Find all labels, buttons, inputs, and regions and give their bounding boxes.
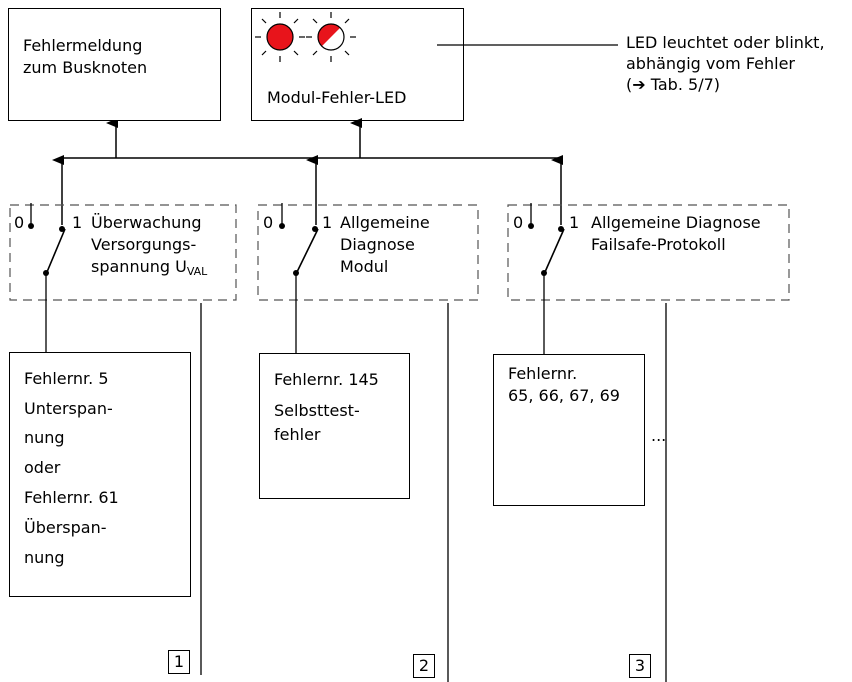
switch3-off-label: 0 <box>513 213 524 232</box>
switch2-off-label: 0 <box>263 213 274 232</box>
switch-symbol-1 <box>28 203 66 355</box>
ref-number-3: 3 <box>629 654 651 678</box>
error3-line-1: Fehlernr. <box>508 364 578 383</box>
bus-box-line-1: Fehlermeldung <box>23 36 143 55</box>
bus-node-box: Fehlermeldung zum Busknoten <box>8 8 221 121</box>
led-note-line-2: abhängig vom Fehler <box>626 54 795 73</box>
switch-symbol-3 <box>528 203 565 356</box>
error2-line-3: fehler <box>274 425 321 444</box>
error3-line-2: 65, 66, 67, 69 <box>508 386 620 405</box>
error1-line-4: oder <box>24 458 61 477</box>
switch2-line-2: Diagnose <box>340 235 415 254</box>
error-box-1: Fehlernr. 5 Unterspan- nung oder Fehlern… <box>9 352 191 597</box>
switch-group-2 <box>257 204 479 301</box>
switch-group-3 <box>507 204 790 301</box>
more-errors-ellipsis: ... <box>651 426 667 445</box>
error1-line-2: Unterspan- <box>24 399 113 418</box>
error1-line-3: nung <box>24 428 65 447</box>
switch3-line-2: Failsafe-Protokoll <box>591 235 726 254</box>
switch1-on-label: 1 <box>72 213 83 232</box>
switch2-on-label: 1 <box>322 213 333 232</box>
error2-line-2: Selbsttest- <box>274 401 360 420</box>
error-box-3: Fehlernr. 65, 66, 67, 69 <box>493 354 645 506</box>
switch2-line-1: Allgemeine <box>340 213 430 232</box>
led-red-icon <box>255 12 305 62</box>
bus-box-line-2: zum Busknoten <box>23 58 148 77</box>
switch2-line-3: Modul <box>340 257 389 276</box>
switch1-line-2: Versorgungs- <box>91 235 197 254</box>
ref-number-2: 2 <box>413 654 435 678</box>
error2-line-1: Fehlernr. 145 <box>274 370 379 389</box>
switch-symbol-2 <box>279 203 319 355</box>
module-led-box: Modul-Fehler-LED <box>251 8 464 121</box>
switch3-on-label: 1 <box>569 213 580 232</box>
error1-line-5: Fehlernr. 61 <box>24 488 119 507</box>
ref-number-1: 1 <box>168 650 190 674</box>
error1-line-6: Überspan- <box>24 518 107 537</box>
switch1-off-label: 0 <box>14 213 25 232</box>
switch1-line-3: spannung UVAL <box>91 257 208 278</box>
led-box-label: Modul-Fehler-LED <box>267 88 407 107</box>
led-note-line-1: LED leuchtet oder blinkt, <box>626 33 825 52</box>
switch1-line-1: Überwachung <box>91 213 202 232</box>
error1-line-1: Fehlernr. 5 <box>24 369 109 388</box>
switch-group-1 <box>9 204 237 301</box>
arrow-right-icon: ➔ <box>632 75 646 94</box>
error1-line-7: nung <box>24 548 65 567</box>
switch3-line-1: Allgemeine Diagnose <box>591 213 761 232</box>
error-box-2: Fehlernr. 145 Selbsttest- fehler <box>259 353 410 499</box>
led-blinking-icon <box>306 12 356 62</box>
led-note-line-3: (➔ Tab. 5/7) <box>626 75 720 94</box>
